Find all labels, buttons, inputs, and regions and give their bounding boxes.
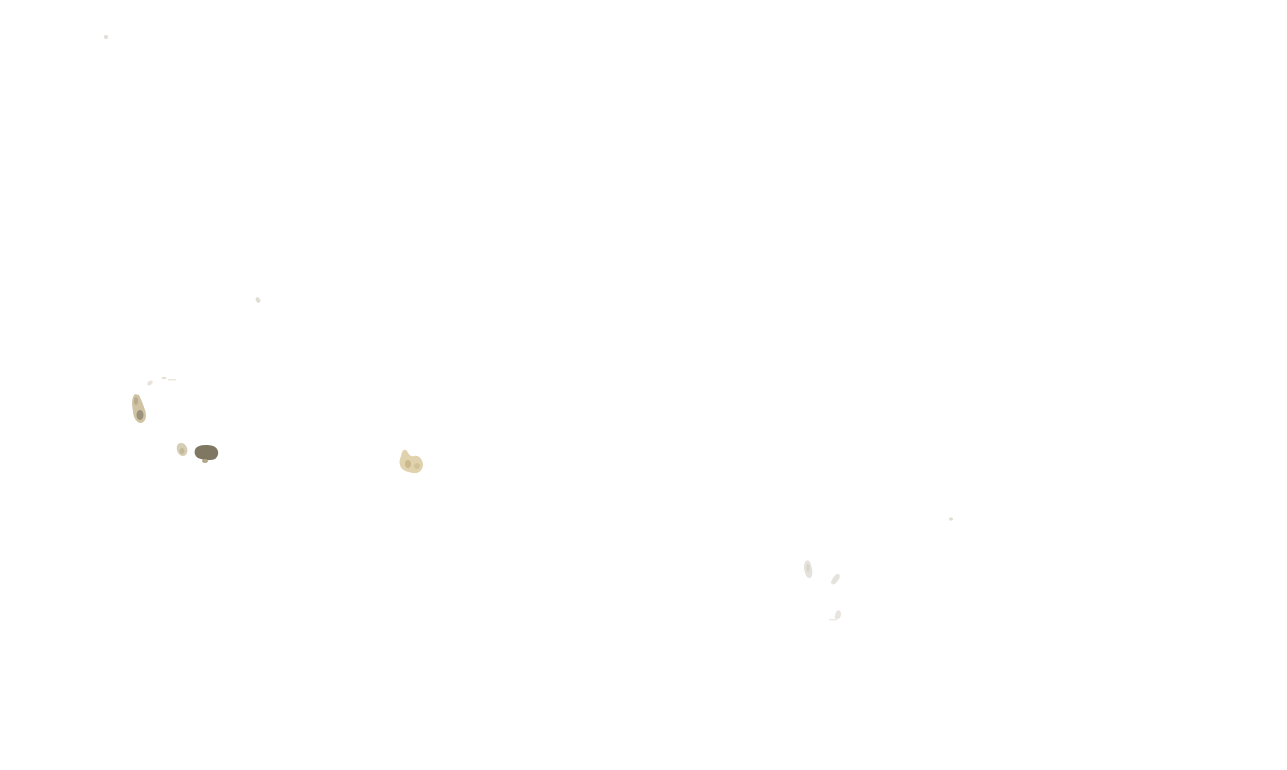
islet <box>147 380 153 386</box>
island-core <box>414 463 420 469</box>
land-features <box>104 35 953 621</box>
island-core <box>134 397 138 405</box>
islet-speck <box>104 35 108 39</box>
islet <box>202 459 208 463</box>
island-core <box>806 564 810 572</box>
island-core <box>405 460 411 468</box>
island <box>834 610 841 620</box>
islet <box>161 376 167 380</box>
island-core <box>179 448 185 454</box>
island <box>194 445 219 461</box>
islet <box>829 619 837 621</box>
islet-speck <box>949 517 953 521</box>
islet <box>168 379 176 381</box>
island <box>831 573 840 585</box>
island-core <box>136 410 144 420</box>
islet-speck <box>255 297 261 303</box>
